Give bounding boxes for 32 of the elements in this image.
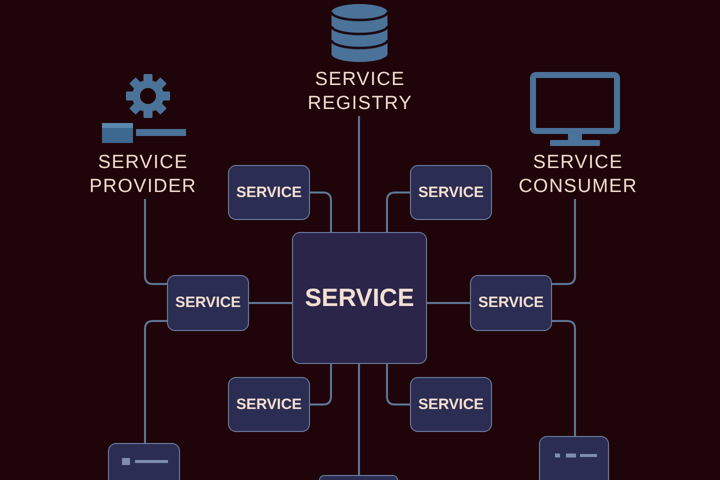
service-box <box>228 165 310 220</box>
connector-line <box>386 364 410 406</box>
central-service-box <box>292 232 427 364</box>
box-label: SERVICE <box>418 184 484 202</box>
connector-line <box>144 199 167 285</box>
service-box <box>228 377 310 432</box>
connector-line <box>310 364 332 406</box>
connector-line <box>144 320 167 443</box>
connector-line <box>386 192 410 232</box>
connector-line <box>358 116 360 232</box>
connector-line <box>310 192 332 232</box>
connector-line <box>249 302 292 304</box>
connector-line <box>358 364 360 475</box>
box-label: SERVICE <box>236 396 302 414</box>
box-label: SERVICE <box>418 396 484 414</box>
node-label: SERVICE PROVIDER <box>78 151 208 199</box>
box-label: SERVICE <box>236 184 302 202</box>
service-box <box>410 165 492 220</box>
empty-box <box>319 475 398 480</box>
box-label: SERVICE <box>478 294 544 312</box>
connector-line <box>552 199 576 285</box>
service-box <box>410 377 492 432</box>
node-label: SERVICE CONSUMER <box>513 151 643 199</box>
connector-line <box>552 320 576 436</box>
service-box <box>167 275 249 331</box>
box-label: SERVICE <box>175 294 241 312</box>
connector-line <box>427 302 470 304</box>
node-label: SERVICE REGISTRY <box>295 68 425 116</box>
box-label: SERVICE <box>304 283 414 313</box>
empty-box <box>539 436 609 480</box>
service-box <box>470 275 552 331</box>
empty-box <box>108 443 180 480</box>
